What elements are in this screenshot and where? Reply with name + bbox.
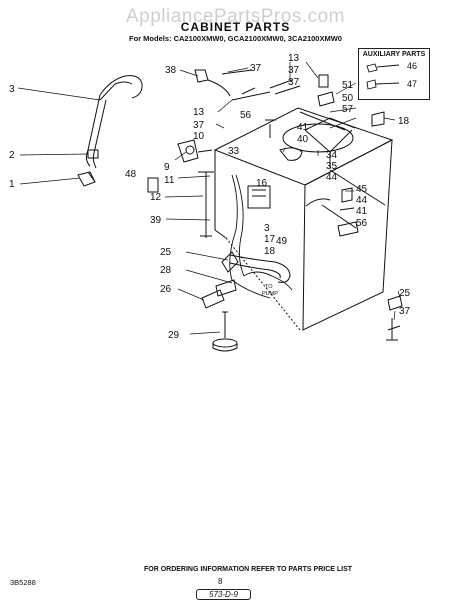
- callout-33: 33: [228, 146, 240, 157]
- pump-hose-drawing: [221, 251, 291, 283]
- valve-assembly-drawing: [147, 139, 303, 238]
- callout-56: 56: [356, 218, 368, 229]
- callout-29: 29: [168, 330, 180, 341]
- model-list: For Models: CA2100XMW0, GCA2100XMW0, 3CA…: [129, 34, 342, 43]
- leader-lines: [17, 61, 401, 335]
- callout-32: 38: [165, 65, 177, 76]
- callout-26: 26: [160, 284, 172, 295]
- callout-37: 37: [250, 63, 262, 74]
- callout-35: 35: [326, 161, 338, 172]
- callout-50: 51: [342, 80, 354, 91]
- auxiliary-parts-box: AUXILIARY PARTS 46 47: [358, 48, 430, 100]
- callout-18: 25: [399, 288, 411, 299]
- callout-16: 18: [264, 246, 276, 257]
- page-title: CABINET PARTS: [180, 20, 291, 34]
- callout-48: 48: [125, 169, 137, 180]
- callout-1: 1: [9, 179, 15, 190]
- callout-17: 18: [398, 116, 410, 127]
- catalog-code: 3B5288: [10, 578, 36, 587]
- callout-13b: 13: [193, 107, 205, 118]
- aux-callout-46: 46: [407, 61, 417, 71]
- callout-45: 49: [276, 236, 288, 247]
- callout-39: 39: [150, 215, 162, 226]
- auxiliary-parts-title: AUXILIARY PARTS: [362, 51, 426, 58]
- callout-34: 34: [326, 150, 338, 161]
- callout-14: 16: [256, 178, 268, 189]
- page-number: 8: [218, 577, 223, 586]
- ordering-info-note: FOR ORDERING INFORMATION REFER TO PARTS …: [143, 566, 353, 573]
- to-pump-note-2: PUMP: [262, 291, 278, 297]
- callout-25: 25: [160, 247, 172, 258]
- document-stamp: 573-D-9: [196, 589, 251, 600]
- aux-callout-47: 47: [407, 79, 417, 89]
- callout-41a: 41: [297, 122, 309, 133]
- callout-41b: 41: [356, 206, 368, 217]
- callout-11: 11: [164, 175, 175, 186]
- callout-44: 45: [356, 184, 368, 195]
- callout-40: 40: [297, 134, 309, 145]
- callout-15: 17: [264, 234, 276, 245]
- callout-7: 3: [9, 84, 15, 95]
- cabinet-drawing: [213, 107, 394, 331]
- callout-13: 13: [288, 53, 300, 64]
- callout-49: 50: [342, 93, 354, 104]
- leg-and-bracket-drawing: [201, 279, 238, 352]
- callout-30: 37: [288, 65, 300, 76]
- callout-3: 3: [264, 223, 270, 234]
- callout-38: 37: [399, 306, 411, 317]
- callout-2: 2: [9, 150, 15, 161]
- callout-28: 28: [160, 265, 172, 276]
- callout-57: 57: [342, 104, 354, 115]
- watermark: AppliancePartsPros.com: [125, 6, 346, 27]
- callout-12: 12: [150, 192, 162, 203]
- callout-42: 44: [326, 172, 338, 183]
- callout-51: 56: [240, 110, 252, 121]
- callout-43: 44: [356, 195, 368, 206]
- callout-labels: 3 2 1 38 37 13 37 37 51 50 57 18 13 56 3…: [9, 53, 411, 341]
- auxiliary-parts-drawing: 46 47: [366, 61, 417, 90]
- callout-31: 37: [288, 77, 300, 88]
- right-side-parts-drawing: [305, 187, 403, 341]
- callout-9: 9: [164, 162, 170, 173]
- to-pump-note: TO: [265, 284, 273, 290]
- callout-37b: 37: [193, 120, 205, 131]
- callout-10: 10: [193, 131, 205, 142]
- top-fittings-drawing: [194, 59, 385, 138]
